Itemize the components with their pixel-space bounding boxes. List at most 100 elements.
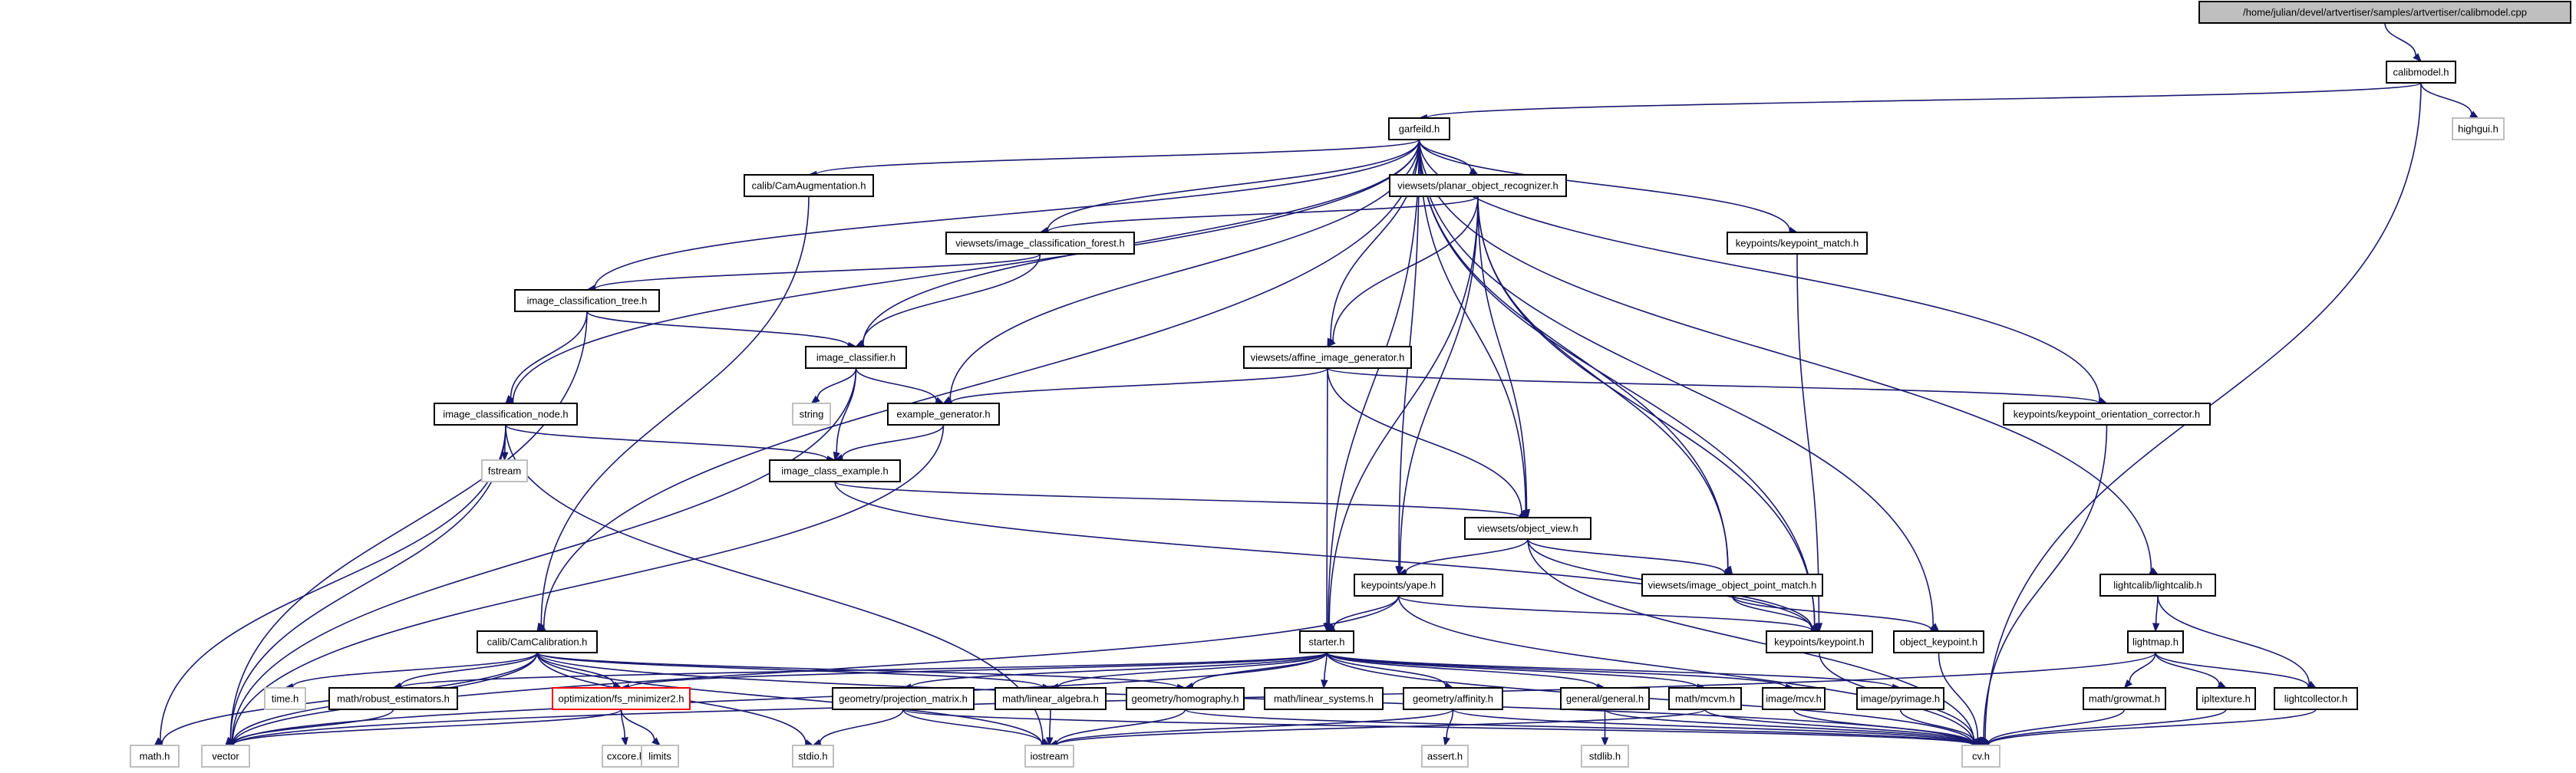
node-lightcollector[interactable]: lightcollector.h [2274,687,2358,710]
node-lightcalib[interactable]: lightcalib/lightcalib.h [2099,574,2216,597]
node-mcvm[interactable]: math/mcvm.h [1668,687,1742,710]
node-label-garfeild: garfeild.h [1399,123,1440,135]
node-label-linsys: math/linear_systems.h [1274,693,1374,705]
edge-objview-to-ptmatch [1527,538,1726,574]
node-box-fstream [481,459,528,482]
node-ptmatch[interactable]: viewsets/image_object_point_match.h [1641,574,1823,597]
node-label-lightcollector: lightcollector.h [2284,693,2347,705]
edge-examplegen-to-classex [841,424,945,459]
node-fsmin[interactable]: optimization/fs_minimizer2.h [552,687,691,710]
node-planar[interactable]: viewsets/planar_object_recognizer.h [1389,174,1567,197]
edge-camaug-to-camcalib [540,196,810,625]
node-label-highgui: highgui.h [2458,123,2498,135]
edge-mcvm-to-iostream [1056,709,1706,746]
node-label-objview: viewsets/object_view.h [1477,523,1578,535]
node-examplegen[interactable]: example_generator.h [887,403,1000,426]
edge-orient-to-cv [1983,424,2108,738]
edge-garfeild-to-keypoint [1418,139,1816,626]
node-general[interactable]: general/general.h [1560,687,1650,710]
node-robust[interactable]: math/robust_estimators.h [328,687,458,710]
node-pyrimage[interactable]: image/pyrimage.h [1856,687,1944,710]
node-forest[interactable]: viewsets/image_classification_forest.h [945,232,1135,255]
edge-homog-to-cv [1184,709,1974,746]
node-label-forest: viewsets/image_classification_forest.h [955,238,1124,249]
arrowhead-camaug-to-camcalib [536,622,545,633]
node-linsys[interactable]: math/linear_systems.h [1264,687,1384,710]
node-cv: cv.h [1961,745,2000,768]
node-box-keypoint [1766,630,1873,653]
edge-planar-to-affine [1332,196,1479,341]
node-label-keypoint: keypoints/keypoint.h [1774,636,1865,648]
edge-camcalib-to-time [292,652,538,688]
edge-garfeild-to-camaug [816,139,1420,176]
node-assert: assert.h [1421,745,1469,768]
edge-node-to-classex [505,424,828,460]
node-label-objkp: object_keypoint.h [1900,636,1977,648]
node-label-node: image_classification_node.h [443,409,568,420]
node-label-iostream: iostream [1031,751,1069,762]
node-label-mathh: math.h [140,751,170,762]
node-box-examplegen [887,403,1000,426]
node-box-ipltexture [2196,687,2256,710]
node-root[interactable]: /home/julian/devel/artvertiser/samples/a… [2198,1,2571,24]
edge-camcalib-to-robust [400,652,538,686]
node-camcalib[interactable]: calib/CamCalibration.h [477,630,598,653]
node-affinity[interactable]: geometry/affinity.h [1403,687,1503,710]
edge-planar-to-yape [1399,196,1479,567]
node-kpmatch[interactable]: keypoints/keypoint_match.h [1727,232,1868,255]
node-objkp[interactable]: object_keypoint.h [1893,630,1984,653]
node-keypoint[interactable]: keypoints/keypoint.h [1766,630,1873,653]
node-classifier[interactable]: image_classifier.h [805,346,907,369]
edge-classifier-to-examplegen [855,367,938,401]
node-iostream: iostream [1024,745,1074,768]
node-box-lightmap [2127,630,2184,653]
edge-node-to-mathh [160,424,506,741]
node-box-garfeild [1388,117,1450,140]
edge-classifier-to-classex [836,367,857,453]
edge-tree-to-node [510,311,588,398]
node-label-fstream: fstream [488,465,521,477]
edge-affinity-to-iostream [1056,709,1454,745]
node-box-homog [1126,687,1245,710]
node-box-stdlib [1581,745,1629,768]
edge-lightcollector-to-cv [1987,709,2317,745]
edge-forest-to-classifier [862,253,1041,344]
node-ipltexture[interactable]: ipltexture.h [2196,687,2256,710]
node-orient[interactable]: keypoints/keypoint_orientation_corrector… [2003,403,2211,426]
node-lightmap[interactable]: lightmap.h [2127,630,2184,653]
edge-garfeild-to-objkp [1418,139,1934,627]
edge-lightcalib-to-lightcollector [2157,595,2310,684]
node-objview[interactable]: viewsets/object_view.h [1464,517,1591,540]
node-label-mcv: image/mcv.h [1766,693,1822,705]
node-classex[interactable]: image_class_example.h [769,459,901,482]
node-label-classex: image_class_example.h [781,465,888,477]
node-label-cv: cv.h [1972,751,1990,762]
edge-camcalib-to-linalg [536,652,1044,689]
node-box-assert [1421,745,1469,768]
edge-affine-to-starter [1326,367,1328,624]
edge-starter-to-mcvm [1326,652,1698,688]
node-affine[interactable]: viewsets/affine_image_generator.h [1243,346,1412,369]
node-box-robust [328,687,458,710]
node-garfeild[interactable]: garfeild.h [1388,117,1450,140]
edge-yape-to-starter [1333,595,1400,628]
edge-garfeild-to-planar [1418,139,1473,172]
node-label-fsmin: optimization/fs_minimizer2.h [558,693,684,705]
node-box-linsys [1264,687,1384,710]
node-label-linalg: math/linear_algebra.h [1002,693,1099,705]
node-box-affine [1243,346,1412,369]
node-mcv[interactable]: image/mcv.h [1762,687,1826,710]
node-starter[interactable]: starter.h [1299,630,1354,653]
node-projmat[interactable]: geometry/projection_matrix.h [832,687,975,710]
node-node[interactable]: image_classification_node.h [434,403,578,426]
node-calibmodel[interactable]: calibmodel.h [2386,61,2456,84]
node-camaug[interactable]: calib/CamAugmentation.h [744,174,874,197]
edge-garfeild-to-lightcalib [1418,139,2152,571]
node-linalg[interactable]: math/linear_algebra.h [994,687,1107,710]
arrowhead-general-to-stdlib [1601,737,1609,747]
node-yape[interactable]: keypoints/yape.h [1354,574,1443,597]
node-growmat[interactable]: math/growmat.h [2083,687,2166,710]
node-tree[interactable]: image_classification_tree.h [514,289,660,312]
node-label-ipltexture: ipltexture.h [2202,693,2251,705]
node-homog[interactable]: geometry/homography.h [1126,687,1245,710]
